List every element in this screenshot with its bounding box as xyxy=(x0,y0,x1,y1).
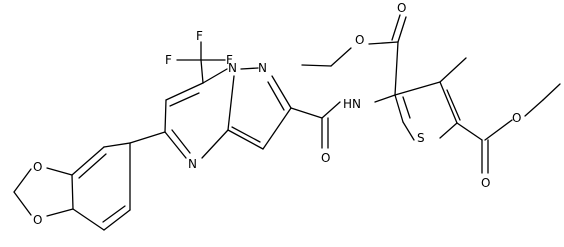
ester-bottom xyxy=(456,83,561,174)
atom-o-amide: O xyxy=(321,151,330,165)
bond xyxy=(78,153,107,179)
bond xyxy=(72,208,105,231)
bond xyxy=(227,129,264,150)
bond xyxy=(439,122,458,139)
trifluoromethyl xyxy=(176,41,226,84)
atom-o-ester-ether: O xyxy=(355,33,364,47)
bond xyxy=(267,81,285,111)
benzodioxole xyxy=(13,131,166,231)
bond xyxy=(103,209,131,231)
bond xyxy=(446,89,461,121)
bond xyxy=(13,191,32,216)
bond xyxy=(46,208,74,217)
bond xyxy=(169,92,200,107)
bond xyxy=(402,121,415,141)
atom-o-ester2-carbonyl: O xyxy=(481,176,490,190)
bond xyxy=(524,99,544,117)
bond xyxy=(301,64,332,67)
bond xyxy=(397,16,407,43)
bond xyxy=(202,68,228,84)
bond xyxy=(231,126,261,143)
bond xyxy=(542,83,561,101)
bond xyxy=(330,47,352,67)
atom-nh: HN xyxy=(343,97,361,111)
bond xyxy=(394,41,399,96)
atom-n-pyrazole-1: N xyxy=(258,61,267,75)
bond xyxy=(227,75,235,131)
bond xyxy=(391,14,401,41)
amide-linkage xyxy=(290,94,396,149)
bond xyxy=(103,142,131,148)
bond xyxy=(394,94,404,123)
bond xyxy=(102,205,126,223)
atom-f-right: F xyxy=(226,53,233,67)
bond xyxy=(71,146,105,176)
atom-f-left: F xyxy=(165,53,172,67)
atom-o-dioxole-bottom: O xyxy=(33,213,42,227)
atom-o-dioxole-top: O xyxy=(33,160,42,174)
bond xyxy=(290,107,323,119)
bond xyxy=(484,119,513,141)
atom-o-ester-carbonyl: O xyxy=(397,1,406,15)
atom-n-pyrazole-2: N xyxy=(228,61,237,75)
bond xyxy=(164,131,187,159)
pyrimidine-ring xyxy=(164,68,229,159)
bond xyxy=(164,99,167,133)
bond xyxy=(71,174,74,210)
atom-o-ester2-ether: O xyxy=(512,111,521,125)
bond xyxy=(374,94,396,103)
bond xyxy=(165,82,204,101)
bond xyxy=(456,122,483,141)
pyrazole-ring xyxy=(227,67,292,150)
atom-n-pyrimidine: N xyxy=(188,157,197,171)
bond xyxy=(394,81,441,96)
bond xyxy=(200,59,204,84)
thiophene-ring xyxy=(394,81,461,141)
bond xyxy=(13,168,32,193)
bond xyxy=(240,67,259,70)
bond xyxy=(46,167,73,176)
atom-f-top: F xyxy=(196,29,203,43)
bond xyxy=(262,107,292,150)
bond xyxy=(368,41,399,45)
bond xyxy=(171,129,191,154)
bond xyxy=(321,101,341,119)
bond xyxy=(201,129,229,159)
bond xyxy=(271,75,292,109)
bond xyxy=(439,81,458,124)
bond xyxy=(129,131,166,144)
bond xyxy=(402,96,411,119)
methyl-bond xyxy=(439,57,467,83)
atom-s-thiophene: S xyxy=(417,131,425,145)
ester-top xyxy=(301,14,407,96)
